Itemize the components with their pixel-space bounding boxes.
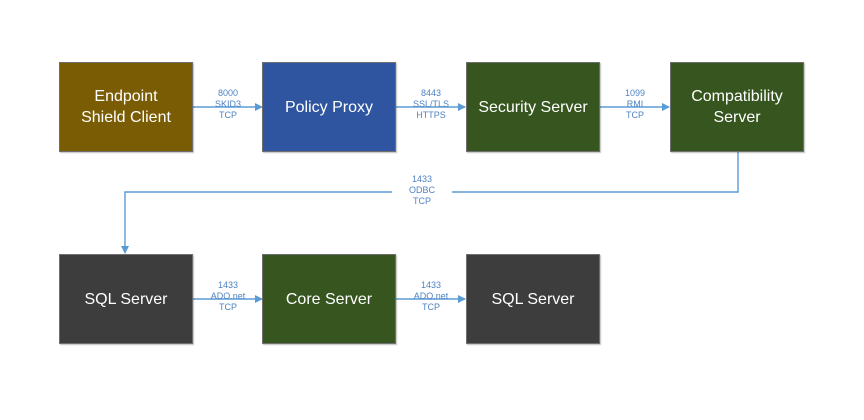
label-endpoint-to-proxy: 8000 SKID3 TCP [214, 88, 241, 120]
node-label: Core Server [285, 290, 373, 308]
node-sql-server-1: SQL Server [59, 254, 193, 344]
node-sql-server-2: SQL Server [466, 254, 600, 344]
node-policy-proxy: Policy Proxy [262, 62, 396, 152]
label-core-to-sql: 1433 ADO.net TCP [413, 280, 449, 312]
node-label: SQL Server [84, 290, 168, 308]
label-sql-to-core: 1433 ADO.net TCP [210, 280, 246, 312]
node-core-server: Core Server [262, 254, 396, 344]
node-label: Compatibility Server [691, 88, 783, 126]
label-compat-to-sql: 1433 ODBC TCP [392, 174, 452, 207]
node-label: Policy Proxy [284, 98, 374, 116]
node-endpoint-shield-client: Endpoint Shield Client [59, 62, 193, 152]
node-label: SQL Server [491, 290, 575, 308]
node-label: Security Server [478, 98, 588, 116]
node-label: Endpoint Shield Client [81, 88, 171, 126]
node-security-server: Security Server [466, 62, 600, 152]
label-proxy-to-security: 8443 SSL/TLS HTTPS [412, 88, 450, 120]
node-compatibility-server: Compatibility Server [670, 62, 804, 152]
label-security-to-compat: 1099 RMI TCP [624, 88, 646, 120]
